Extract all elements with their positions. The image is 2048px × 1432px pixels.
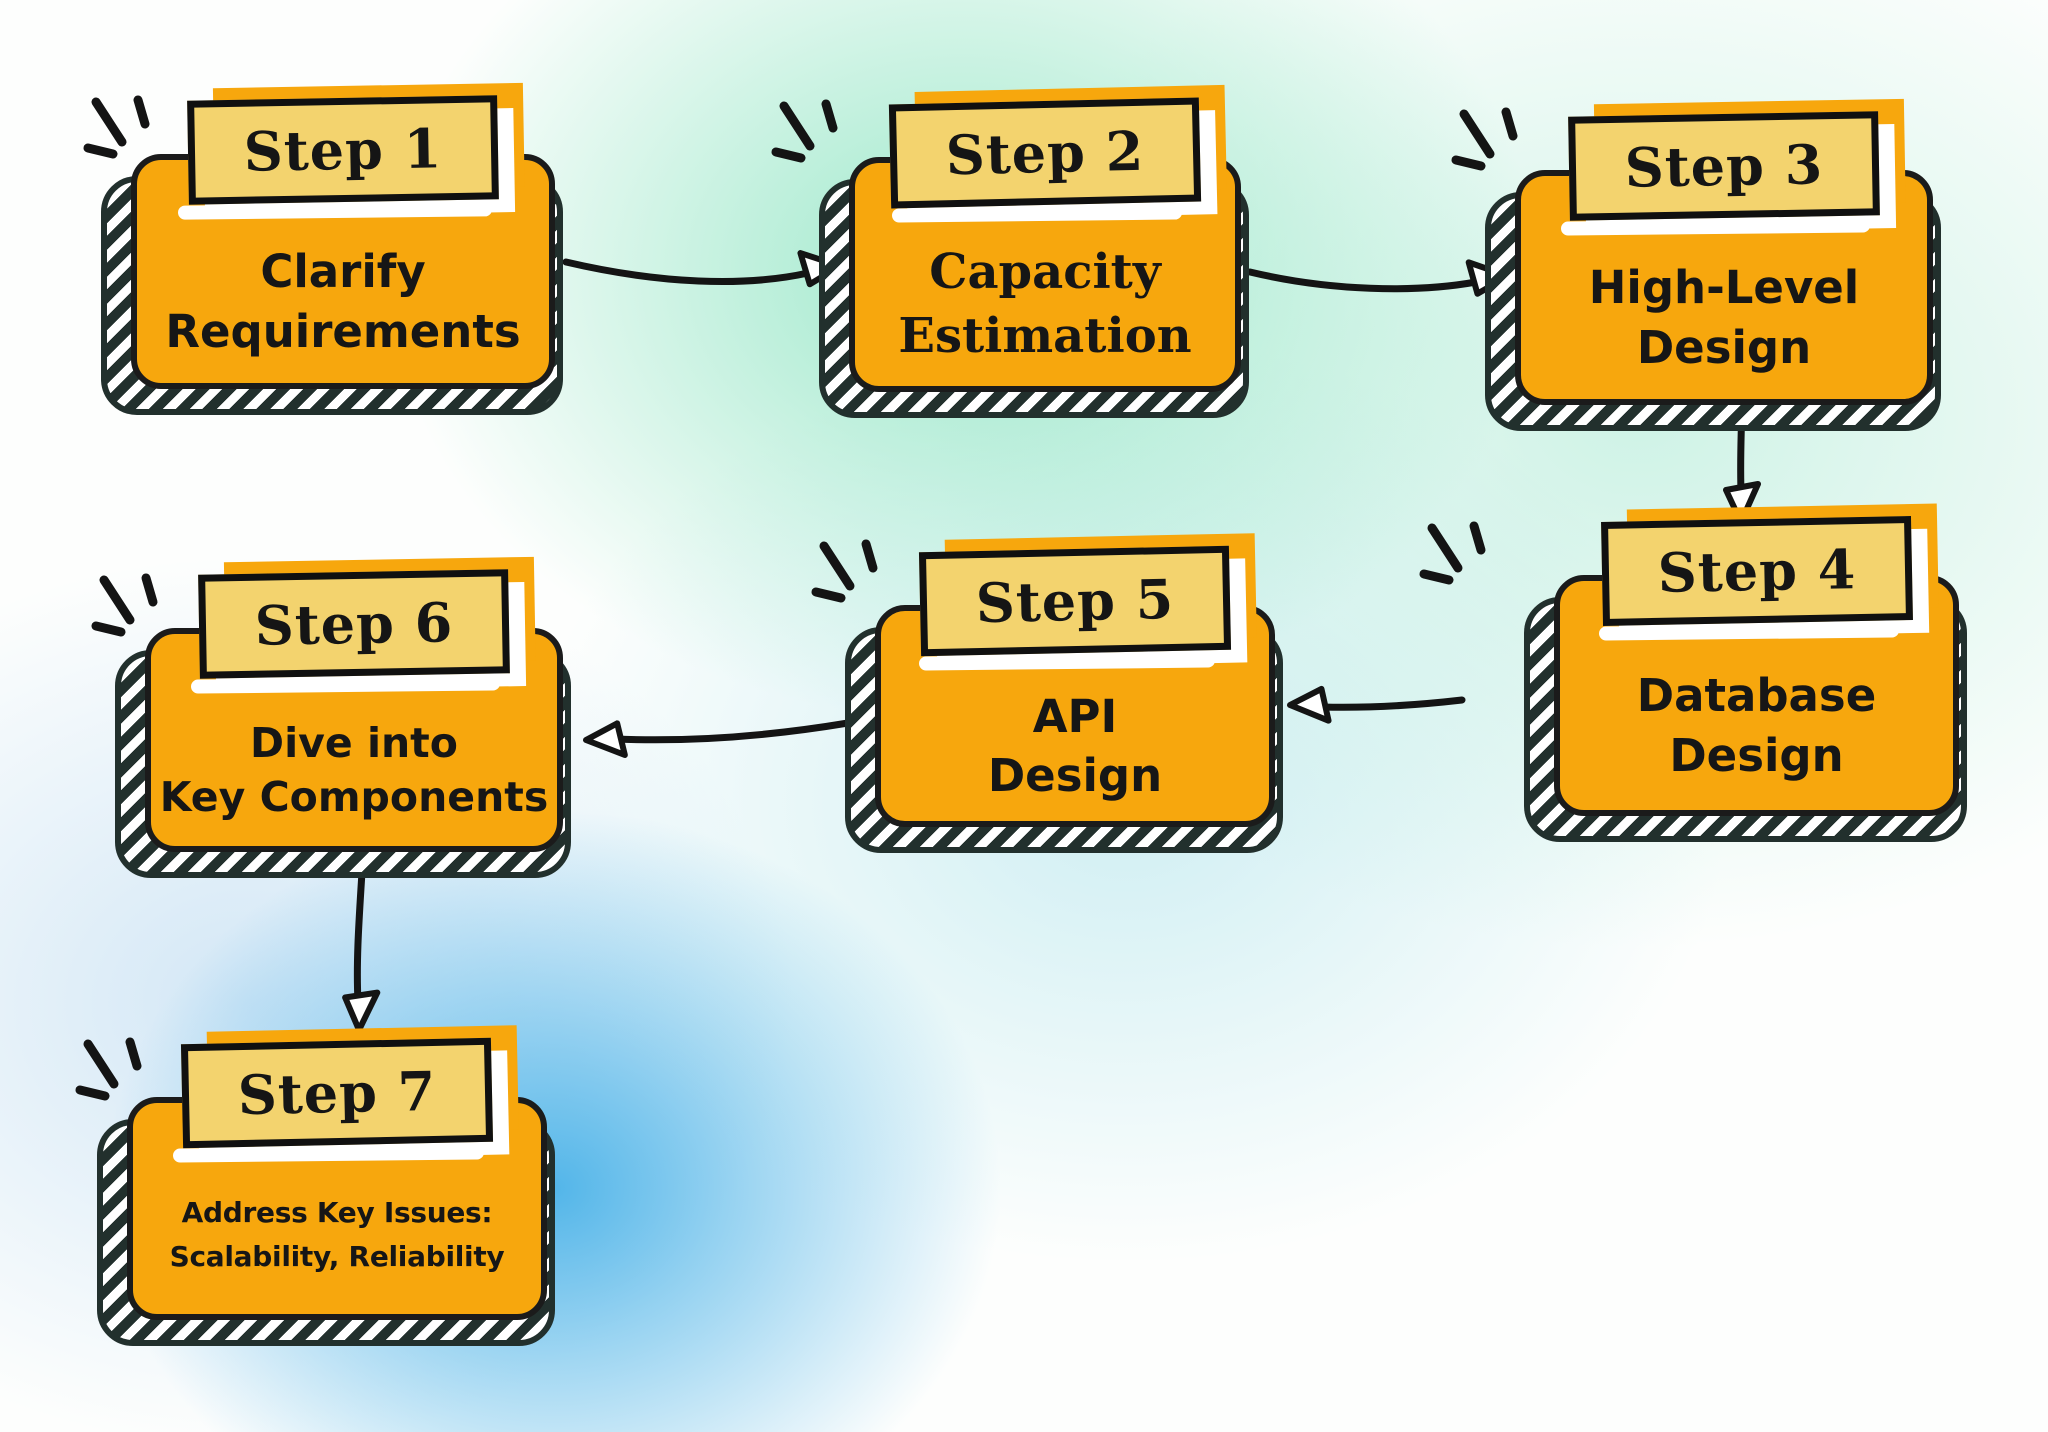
step-4-title: Database Design	[1560, 643, 1953, 808]
title-line: Design	[1669, 728, 1844, 782]
step-3-title: High-Level Design	[1521, 238, 1927, 397]
title-line: High-Level	[1588, 261, 1860, 315]
step-6-label: Step 6	[198, 569, 510, 679]
step-4-label: Step 4	[1600, 516, 1913, 626]
step-6-card: Step 6 Dive into Key Components	[115, 556, 571, 878]
step-1-title: Clarify Requirements	[137, 222, 549, 381]
step-4-header: Step 4	[1600, 503, 1939, 639]
sparkle-icon	[91, 573, 158, 637]
sparkle-icon	[83, 95, 150, 159]
step-6-header: Step 6	[198, 556, 536, 692]
title-line: Estimation	[898, 307, 1192, 364]
step-2-title: Capacity Estimation	[855, 225, 1235, 384]
step-1-card: Step 1 Clarify Requirements	[101, 82, 563, 415]
title-line: Clarify	[260, 245, 426, 299]
title-line: Database	[1636, 669, 1877, 723]
title-line: Design	[987, 749, 1163, 802]
step-3-card: Step 3 High-Level Design	[1485, 98, 1941, 431]
step-1-label: Step 1	[187, 95, 499, 205]
arrow-step2-to-step3	[1246, 259, 1511, 297]
step-1-header: Step 1	[187, 82, 525, 218]
step-5-label: Step 5	[918, 545, 1232, 657]
step-6-title: Dive into Key Components	[151, 696, 557, 844]
arrow-step6-to-step7	[342, 868, 381, 1033]
title-line: Key Components	[159, 773, 549, 821]
sparkle-icon	[1451, 107, 1518, 171]
title-line: Address Key Issues:	[181, 1196, 493, 1230]
sparkle-icon	[811, 539, 878, 603]
arrow-step4-to-step5	[1287, 685, 1466, 724]
step-7-header: Step 7	[180, 1025, 519, 1161]
step-7-card: Step 7 Address Key Issues: Scalability, …	[97, 1025, 555, 1346]
title-line: Design	[1636, 320, 1812, 374]
sparkle-icon	[771, 99, 838, 163]
step-2-header: Step 2	[888, 84, 1227, 222]
title-line: Scalability, Reliability	[169, 1239, 505, 1273]
step-5-card: Step 5 API Design	[845, 533, 1283, 853]
step-4-card: Step 4 Database Design	[1524, 503, 1967, 842]
step-3-label: Step 3	[1568, 111, 1880, 221]
arrow-step5-to-step6	[583, 719, 852, 758]
title-line: Capacity	[929, 244, 1161, 301]
arrow-step1-to-step2	[562, 250, 843, 288]
step-5-title: API Design	[881, 673, 1269, 819]
sparkle-icon	[75, 1037, 142, 1101]
title-line: Requirements	[165, 304, 521, 358]
step-2-label: Step 2	[888, 97, 1202, 209]
step-3-header: Step 3	[1568, 98, 1906, 234]
step-5-header: Step 5	[918, 533, 1257, 669]
step-7-label: Step 7	[180, 1037, 494, 1149]
title-line: Dive into	[250, 718, 458, 767]
step-2-card: Step 2 Capacity Estimation	[819, 84, 1249, 418]
step-7-title: Address Key Issues: Scalability, Reliabi…	[133, 1157, 541, 1312]
title-line: API	[1032, 689, 1118, 743]
sparkle-icon	[1419, 521, 1486, 585]
